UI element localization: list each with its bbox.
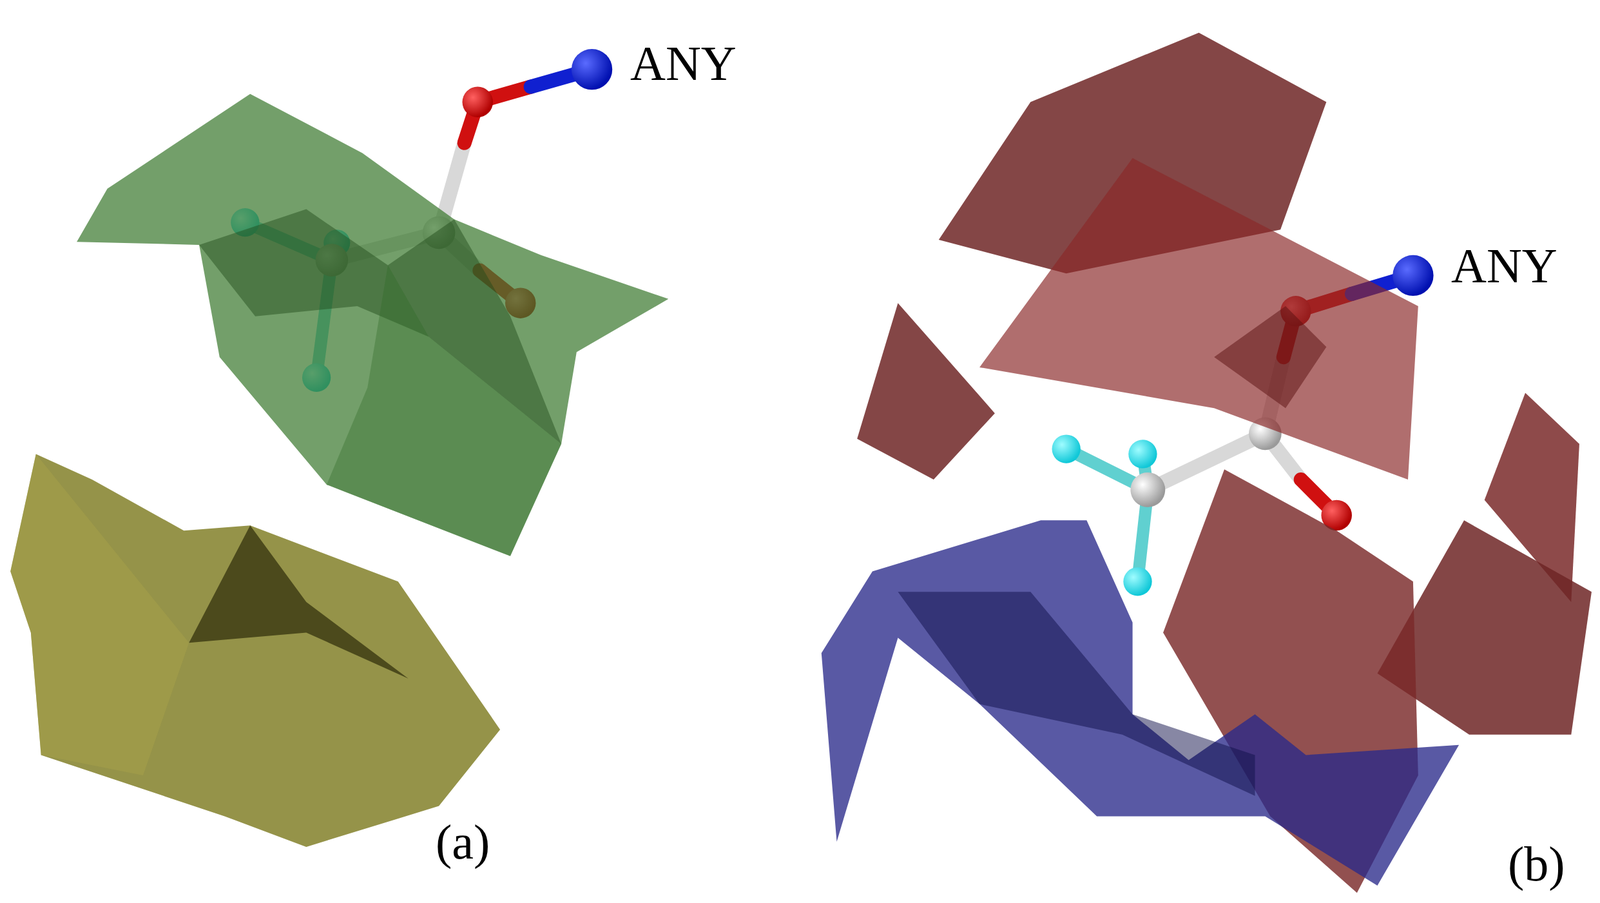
yellow-contour [10,453,501,847]
panel-label: (b) [1507,838,1566,888]
green-contour [76,94,669,557]
blue-contour [821,520,1459,886]
panel-label: (a) [435,817,490,867]
substituent-label: ANY [630,38,737,88]
substituent-label: ANY [1451,240,1558,290]
